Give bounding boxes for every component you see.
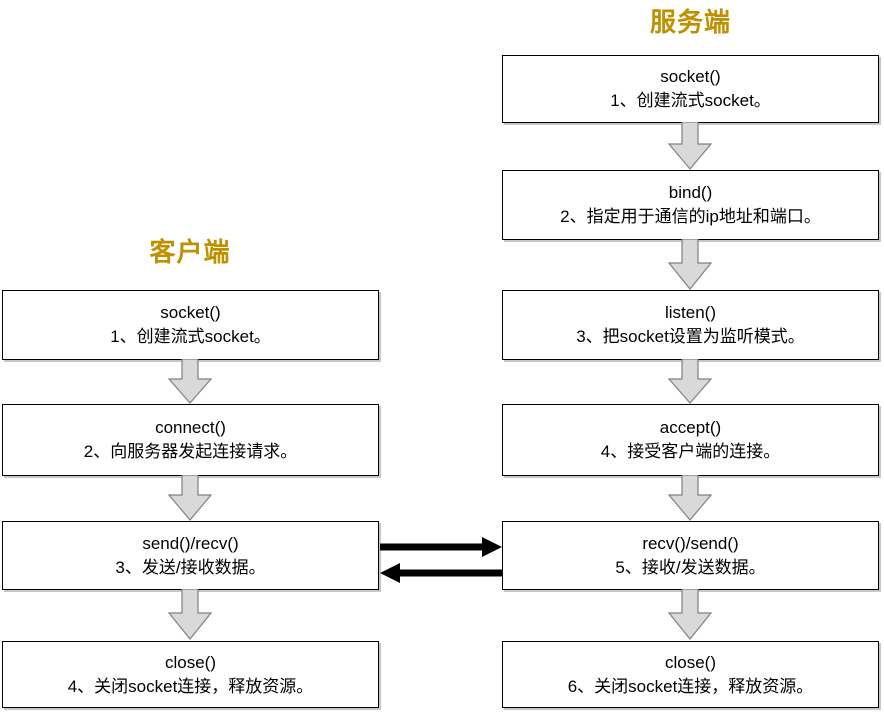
server-to-client-data-arrow <box>380 563 502 583</box>
server-step-close[interactable]: close() 6、关闭socket连接，释放资源。 <box>502 641 879 708</box>
server-step-recv-send-function: recv()/send() <box>642 533 739 553</box>
server-column-title: 服务端 <box>649 7 731 37</box>
client-step-socket[interactable]: socket() 1、创建流式socket。 <box>2 290 379 360</box>
server-step-accept-function: accept() <box>659 418 722 437</box>
server-step-bind-function: bind() <box>668 183 713 202</box>
server-arrow-socket-to-bind <box>667 122 713 170</box>
client-step-send-recv-description: 3、发送/接收数据。 <box>115 557 266 577</box>
server-step-socket[interactable]: socket() 1、创建流式socket。 <box>502 55 879 123</box>
client-step-send-recv-function: send()/recv() <box>142 533 239 553</box>
client-arrow-socket-to-connect <box>167 359 213 404</box>
server-arrow-bind-to-listen <box>667 239 713 290</box>
client-to-server-data-arrow <box>380 537 502 557</box>
server-step-listen[interactable]: listen() 3、把socket设置为监听模式。 <box>502 290 879 360</box>
server-arrow-listen-to-accept <box>667 359 713 404</box>
client-step-connect-function: connect() <box>155 418 226 437</box>
server-step-recv-send-description: 5、接收/发送数据。 <box>615 557 766 577</box>
client-step-connect-description: 2、向服务器发起连接请求。 <box>83 442 298 461</box>
client-step-socket-function: socket() <box>160 303 221 322</box>
client-step-connect[interactable]: connect() 2、向服务器发起连接请求。 <box>2 404 379 476</box>
server-arrow-recv-to-close <box>667 589 713 640</box>
server-step-close-function: close() <box>664 652 716 672</box>
server-step-bind-description: 2、指定用于通信的ip地址和端口。 <box>560 207 821 226</box>
server-step-listen-description: 3、把socket设置为监听模式。 <box>576 327 805 346</box>
server-step-accept[interactable]: accept() 4、接受客户端的连接。 <box>502 404 879 476</box>
server-step-socket-description: 1、创建流式socket。 <box>610 91 771 110</box>
server-step-bind[interactable]: bind() 2、指定用于通信的ip地址和端口。 <box>502 170 879 240</box>
client-step-socket-description: 1、创建流式socket。 <box>110 327 271 346</box>
server-step-close-description: 6、关闭socket连接，释放资源。 <box>567 676 814 696</box>
client-column-title: 客户端 <box>149 237 231 267</box>
server-step-socket-function: socket() <box>660 67 721 86</box>
client-step-close[interactable]: close() 4、关闭socket连接，释放资源。 <box>2 641 379 708</box>
client-arrow-send-to-close <box>167 589 213 640</box>
server-step-listen-function: listen() <box>664 303 716 322</box>
server-step-accept-description: 4、接受客户端的连接。 <box>600 442 781 461</box>
client-step-close-description: 4、关闭socket连接，释放资源。 <box>67 676 314 696</box>
client-step-send-recv[interactable]: send()/recv() 3、发送/接收数据。 <box>2 521 379 590</box>
server-arrow-accept-to-recv <box>667 475 713 521</box>
server-step-recv-send[interactable]: recv()/send() 5、接收/发送数据。 <box>502 521 879 590</box>
client-step-close-function: close() <box>164 652 216 672</box>
client-arrow-connect-to-send <box>167 475 213 521</box>
